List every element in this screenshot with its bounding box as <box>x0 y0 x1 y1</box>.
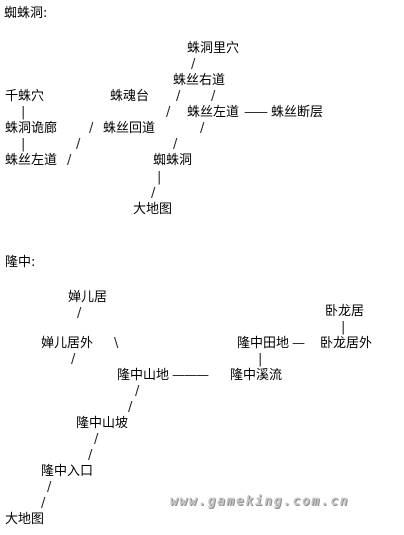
node-spider-soul: 蛛魂台 <box>110 89 150 104</box>
node-wolong-outside: 卧龙居外 <box>320 336 373 351</box>
node-world-map-2: 大地图 <box>5 512 45 527</box>
connector: / <box>211 89 216 104</box>
connector: / <box>67 153 72 168</box>
connector: | <box>341 320 346 335</box>
connector: / <box>89 121 94 136</box>
connector: / <box>41 496 46 511</box>
node-longzhong-slope: 隆中山坡 <box>76 416 129 431</box>
connector: / <box>173 137 178 152</box>
connector: | <box>21 105 26 120</box>
node-longzhong-entrance: 隆中入口 <box>41 464 94 479</box>
connector: / <box>88 448 93 463</box>
node-silk-right: 蛛丝右道 <box>173 73 226 88</box>
node-longzhong-stream: 隆中溪流 <box>230 368 283 383</box>
node-silk-fault: 蛛丝断层 <box>271 105 324 120</box>
connector: / <box>47 480 52 495</box>
node-longzhong-mountain: 隆中山地 <box>117 368 170 383</box>
node-thousand-spider: 千蛛穴 <box>5 89 45 104</box>
node-silk-left-low: 蛛丝左道 <box>5 153 58 168</box>
watermark: www.gameking.com.cn <box>170 494 350 509</box>
connector: / <box>166 105 171 120</box>
section-heading-spider-cave: 蜘蛛洞: <box>4 6 48 21</box>
node-silk-return: 蛛丝回道 <box>103 121 156 136</box>
connector: ——— <box>172 368 209 383</box>
connector: / <box>76 137 81 152</box>
connector: / <box>200 121 205 136</box>
connector: / <box>128 400 133 415</box>
connector: | <box>258 352 263 367</box>
node-weird-corridor: 蛛洞诡廊 <box>5 121 58 136</box>
node-chaner-house: 婵儿居 <box>68 290 108 305</box>
connector: / <box>151 186 156 201</box>
connector: / <box>191 57 196 72</box>
connector: | <box>21 137 26 152</box>
node-world-map-1: 大地图 <box>133 202 173 217</box>
connector: —— <box>244 105 268 120</box>
connector: \ <box>114 336 119 351</box>
connector: / <box>135 384 140 399</box>
connector: / <box>77 306 82 321</box>
section-heading-longzhong: 隆中: <box>5 255 36 270</box>
connector: / <box>71 352 76 367</box>
connector: | <box>157 170 162 185</box>
node-longzhong-field: 隆中田地 <box>237 336 290 351</box>
connector: / <box>94 432 99 447</box>
node-silk-left-mid: 蛛丝左道 <box>187 105 240 120</box>
connector: / <box>176 89 181 104</box>
node-cave-inner: 蛛洞里穴 <box>187 41 240 56</box>
node-spider-cave: 蜘蛛洞 <box>153 153 193 168</box>
connector: — <box>292 336 305 351</box>
node-chaner-outside: 婵儿居外 <box>41 336 94 351</box>
node-wolong-house: 卧龙居 <box>325 304 365 319</box>
